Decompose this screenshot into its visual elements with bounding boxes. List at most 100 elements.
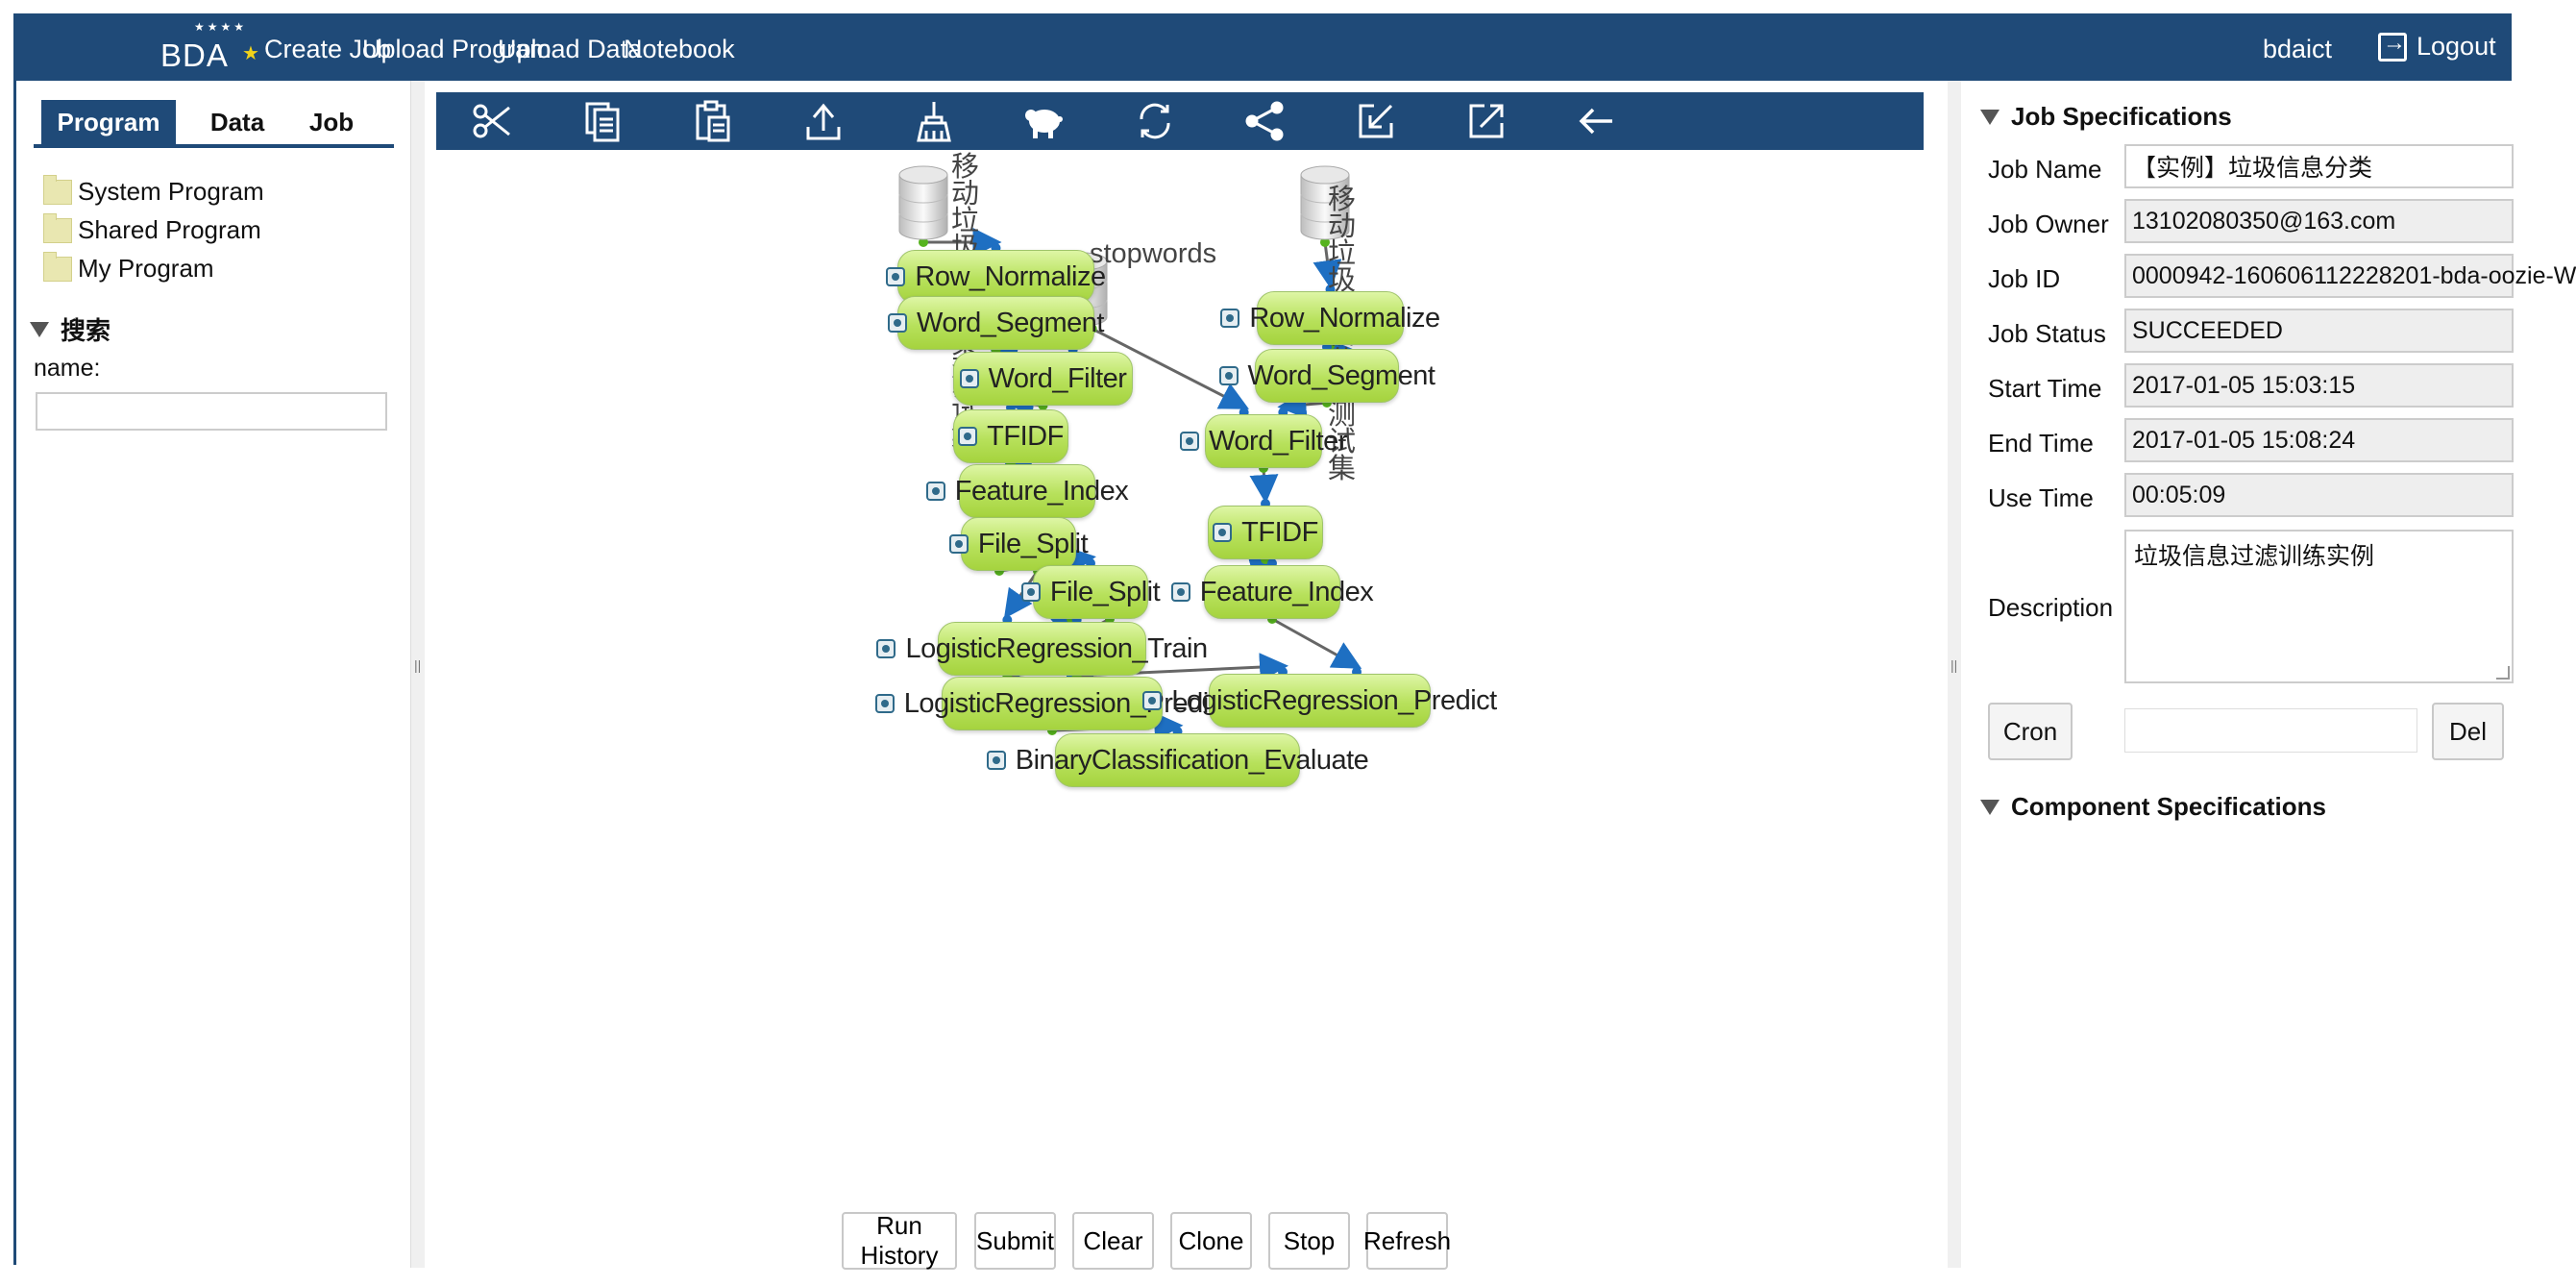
workflow-node[interactable]: Word_Filter xyxy=(1180,414,1347,468)
job-spec-panel: Job Specifications Job Name 【实例】垃圾信息分类 J… xyxy=(1961,81,2576,1268)
right-splitter[interactable]: || xyxy=(1948,81,1961,1268)
tree-item-system-program[interactable]: System Program xyxy=(43,174,264,207)
workflow-edge xyxy=(1277,389,1328,419)
workflow-node[interactable]: Word_Filter xyxy=(953,352,1133,406)
left-sidebar: Program Data Job System Program Shared P… xyxy=(16,81,411,1268)
clean-icon[interactable] xyxy=(878,92,989,150)
resize-grip-icon[interactable] xyxy=(2496,666,2510,680)
cron-input[interactable] xyxy=(2124,708,2417,753)
paste-icon[interactable] xyxy=(657,92,768,150)
run-history-button[interactable]: Run History xyxy=(842,1211,957,1270)
workflow-node[interactable]: BinaryClassification_Evaluate xyxy=(986,733,1369,787)
folder-icon xyxy=(43,174,72,205)
component-icon xyxy=(876,639,896,658)
component-icon xyxy=(986,751,1006,770)
component-icon xyxy=(1170,582,1190,602)
app-window: ★★★★ BDA ★ Create Job Upload Program Upl… xyxy=(13,13,2576,1270)
output-port[interactable] xyxy=(919,237,928,247)
tab-job[interactable]: Job xyxy=(308,107,355,136)
cron-button[interactable]: Cron xyxy=(1988,703,2073,760)
left-splitter[interactable]: || xyxy=(411,81,425,1268)
end-time-field: 2017-01-05 15:08:24 xyxy=(2124,418,2514,462)
workflow-node[interactable]: Row_Normalize xyxy=(886,250,1106,304)
workflow-edge xyxy=(1249,467,1279,504)
description-textarea[interactable]: 垃圾信息过滤训练实例 xyxy=(2124,530,2514,683)
share-icon[interactable] xyxy=(1210,92,1320,150)
export-icon[interactable] xyxy=(1431,92,1541,150)
tree-item-label: System Program xyxy=(78,177,264,206)
job-id-field: 0000942-160606112228201-bda-oozie-W xyxy=(2124,254,2576,298)
nav-notebook[interactable]: Notebook xyxy=(624,35,735,63)
component-icon xyxy=(948,534,969,554)
cut-icon[interactable] xyxy=(436,92,547,150)
upload-icon[interactable] xyxy=(768,92,878,150)
workflow-node[interactable]: Row_Normalize xyxy=(1220,291,1440,345)
tree-item-label: Shared Program xyxy=(78,215,261,244)
search-section-toggle[interactable]: 搜索 xyxy=(30,311,110,347)
tab-program[interactable]: Program xyxy=(41,100,176,144)
job-spec-section-toggle[interactable]: Job Specifications xyxy=(1980,102,2232,132)
tree-item-shared-program[interactable]: Shared Program xyxy=(43,212,261,245)
refresh-button[interactable]: Refresh xyxy=(1363,1212,1451,1270)
bda-logo[interactable]: ★★★★ BDA ★ xyxy=(156,20,290,80)
folder-icon xyxy=(43,251,72,282)
component-icon xyxy=(1180,432,1200,451)
description-label: Description xyxy=(1988,593,2114,622)
username-label: bdaict xyxy=(2263,35,2333,63)
collapse-triangle-icon xyxy=(1980,109,1999,125)
top-navbar: ★★★★ BDA ★ Create Job Upload Program Upl… xyxy=(16,16,2509,81)
job-name-field[interactable]: 【实例】垃圾信息分类 xyxy=(2124,144,2514,188)
start-time-field: 2017-01-05 15:03:15 xyxy=(2124,363,2514,408)
refresh-icon[interactable] xyxy=(1099,92,1210,150)
clear-button[interactable]: Clear xyxy=(1072,1212,1154,1270)
copy-icon[interactable] xyxy=(547,92,657,150)
workflow-node[interactable]: File_Split xyxy=(948,517,1089,571)
workflow-editor: 移动垃圾短信分类测试集 stopwords 移动垃圾短信分类测试集 Row_No… xyxy=(425,81,1948,1270)
workflow-node[interactable]: Feature_Index xyxy=(925,464,1129,518)
name-label: name: xyxy=(34,355,101,382)
folder-icon xyxy=(43,212,72,243)
component-icon xyxy=(1142,691,1163,710)
dataset-icon[interactable] xyxy=(895,163,951,242)
workflow-node[interactable]: TFIDF xyxy=(1208,506,1323,559)
component-icon xyxy=(959,369,979,388)
action-bar: Run History Submit Clear Clone Stop Refr… xyxy=(425,1211,1948,1272)
workflow-canvas[interactable]: 移动垃圾短信分类测试集 stopwords 移动垃圾短信分类测试集 Row_No… xyxy=(425,150,1948,1188)
left-tab-bar: Program Data Job xyxy=(34,100,394,148)
output-port[interactable] xyxy=(1320,237,1330,247)
nav-create-job[interactable]: Create Job xyxy=(264,35,392,63)
import-icon[interactable] xyxy=(1320,92,1431,150)
job-owner-label: Job Owner xyxy=(1988,210,2109,238)
job-status-label: Job Status xyxy=(1988,319,2106,348)
logout-label: Logout xyxy=(2417,32,2496,61)
clone-button[interactable]: Clone xyxy=(1170,1212,1252,1270)
component-icon xyxy=(1218,366,1239,385)
workflow-node[interactable]: TFIDF xyxy=(953,409,1068,463)
workflow-node[interactable]: LogisticRegression_Predict xyxy=(1142,674,1497,728)
nav-upload-program[interactable]: Upload Program xyxy=(362,35,552,63)
workflow-edges xyxy=(919,228,1362,741)
back-arrow-icon[interactable] xyxy=(1541,92,1652,150)
workflow-node[interactable]: LogisticRegression_Predict xyxy=(874,677,1230,730)
nav-upload-data[interactable]: Upload Data xyxy=(498,35,643,63)
name-search-input[interactable] xyxy=(36,392,387,431)
workflow-edge xyxy=(1091,327,1250,409)
workflow-node[interactable]: File_Split xyxy=(1020,565,1161,619)
component-icon xyxy=(1213,523,1233,542)
logout-button[interactable]: Logout xyxy=(2378,30,2496,62)
workflow-node[interactable]: Word_Segment xyxy=(888,296,1104,350)
component-spec-section-toggle[interactable]: Component Specifications xyxy=(1980,792,2326,822)
workflow-node[interactable]: Word_Segment xyxy=(1218,349,1435,403)
dataset-icon[interactable] xyxy=(1297,163,1353,242)
hadoop-icon[interactable] xyxy=(989,92,1099,150)
workflow-node[interactable]: LogisticRegression_Train xyxy=(876,622,1208,676)
workflow-node[interactable]: Feature_Index xyxy=(1170,565,1374,619)
stop-button[interactable]: Stop xyxy=(1268,1212,1350,1270)
tree-item-my-program[interactable]: My Program xyxy=(43,251,214,284)
editor-toolbar xyxy=(436,92,1924,150)
start-time-label: Start Time xyxy=(1988,374,2102,403)
submit-button[interactable]: Submit xyxy=(974,1212,1056,1270)
component-icon xyxy=(874,694,895,713)
delete-cron-button[interactable]: Del xyxy=(2432,703,2504,760)
tab-data[interactable]: Data xyxy=(209,107,265,136)
